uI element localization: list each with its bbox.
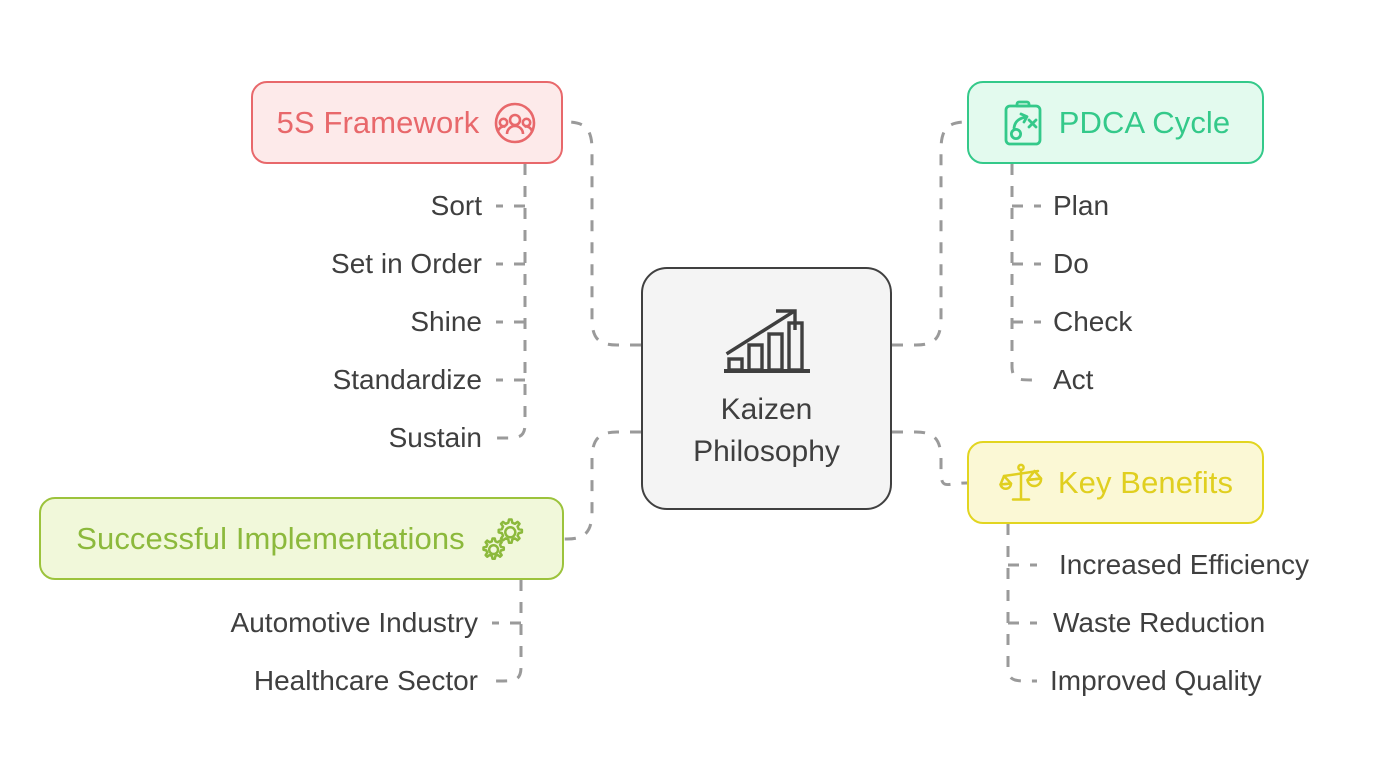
leaf-pdca-do[interactable]: Do (1053, 248, 1089, 279)
connector-center-to-benefits (892, 430, 969, 486)
central-node[interactable]: Kaizen Philosophy (641, 267, 892, 510)
leaf-5s-sort[interactable]: Sort (430, 190, 482, 221)
clipboard-strategy-icon (1001, 99, 1045, 147)
leaf-benefits-waste-reduction[interactable]: Waste Reduction (1053, 607, 1266, 638)
leaf-benefits-increased-efficiency[interactable]: Increased Efficiency (1059, 549, 1310, 580)
leaf-5s-sustain[interactable]: Sustain (388, 422, 482, 453)
leaf-pdca-plan[interactable]: Plan (1053, 190, 1110, 221)
connector-pdca-spine (1010, 164, 1041, 382)
branch-node-5s-framework-label: 5S Framework (276, 105, 480, 140)
branch-node-key-benefits[interactable]: Key Benefits (967, 441, 1264, 524)
leaf-pdca-check[interactable]: Check (1053, 306, 1133, 337)
people-group-circle-icon (493, 101, 537, 145)
growth-bar-chart-arrow-icon (721, 305, 813, 379)
connector-benefits-spine (1006, 524, 1037, 683)
connector-center-to-5s (563, 120, 641, 347)
gears-icon (479, 515, 527, 563)
leaf-5s-shine[interactable]: Shine (410, 306, 482, 337)
connector-center-to-pdca (892, 120, 969, 347)
balance-scales-icon (998, 460, 1044, 506)
leaf-5s-set-in-order[interactable]: Set in Order (331, 248, 482, 279)
branch-node-successful-implementations-label: Successful Implementations (76, 521, 465, 556)
branch-node-key-benefits-label: Key Benefits (1057, 465, 1234, 500)
branch-node-pdca-cycle[interactable]: PDCA Cycle (967, 81, 1264, 164)
leaf-benefits-improved-quality[interactable]: Improved Quality (1050, 665, 1262, 696)
central-node-label: Kaizen Philosophy (693, 393, 840, 468)
branch-node-pdca-cycle-label: PDCA Cycle (1058, 105, 1231, 140)
connector-center-to-implementations (564, 430, 641, 541)
connector-implementations-spine (492, 580, 523, 683)
leaf-implementations-automotive-industry[interactable]: Automotive Industry (230, 607, 478, 638)
leaf-pdca-act[interactable]: Act (1053, 364, 1094, 395)
leaf-5s-standardize[interactable]: Standardize (332, 364, 482, 395)
branch-node-5s-framework[interactable]: 5S Framework (251, 81, 563, 164)
branch-node-successful-implementations[interactable]: Successful Implementations (39, 497, 564, 580)
connector-5s-spine (496, 164, 527, 440)
leaf-implementations-healthcare-sector[interactable]: Healthcare Sector (253, 665, 478, 696)
